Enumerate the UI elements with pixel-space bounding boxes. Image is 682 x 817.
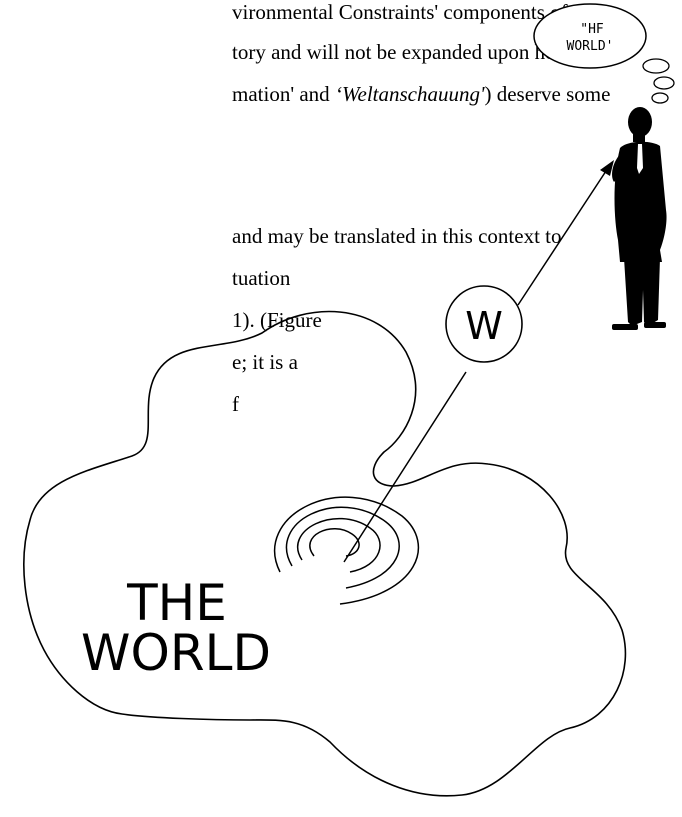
w-circle (445, 285, 523, 363)
text-line-3: mation' and ‘Weltanschauung') deserve so… (232, 82, 610, 106)
text-line-3-start: mation' and (232, 82, 335, 106)
text-line-8: f (232, 392, 239, 416)
world-label-line-1: THE (126, 574, 227, 632)
ripple-marks (273, 496, 419, 605)
text-line-3-italic: ‘Weltanschauung' (334, 82, 485, 106)
text-line-2: tory and will not be expanded upon here. (232, 40, 577, 64)
world-outline (23, 310, 627, 797)
world-label-line-2: WORLD (81, 624, 271, 682)
text-line-3-end: ) deserve some (484, 82, 611, 106)
link-line-lower (343, 371, 467, 563)
thought-bubble (533, 3, 647, 69)
text-line-6: 1). (Figure (232, 308, 322, 332)
text-line-7: e; it is a (232, 350, 298, 374)
link-line-upper (517, 167, 609, 306)
w-label: W (465, 304, 503, 348)
person-tie (637, 144, 643, 174)
text-line-5: tuation (232, 266, 291, 290)
thought-dot-1 (642, 58, 670, 74)
text-line-1: vironmental Constraints' components of (232, 0, 568, 24)
person-silhouette-icon (612, 107, 667, 330)
thought-dot-2 (653, 76, 675, 90)
arrow-head (600, 160, 614, 176)
text-line-4: and may be translated in this context to (232, 224, 562, 248)
thought-dot-3 (651, 92, 669, 104)
thought-label-line-1: "HF (580, 22, 604, 37)
thought-label-line-2: WORLD' (567, 39, 614, 54)
